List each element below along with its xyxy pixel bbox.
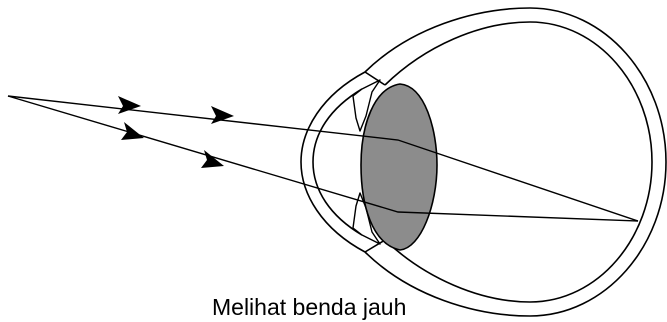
diagram-caption: Melihat benda jauh (212, 296, 406, 319)
lens (361, 84, 437, 250)
light-ray-lower (8, 96, 638, 221)
light-ray-upper (8, 96, 638, 221)
